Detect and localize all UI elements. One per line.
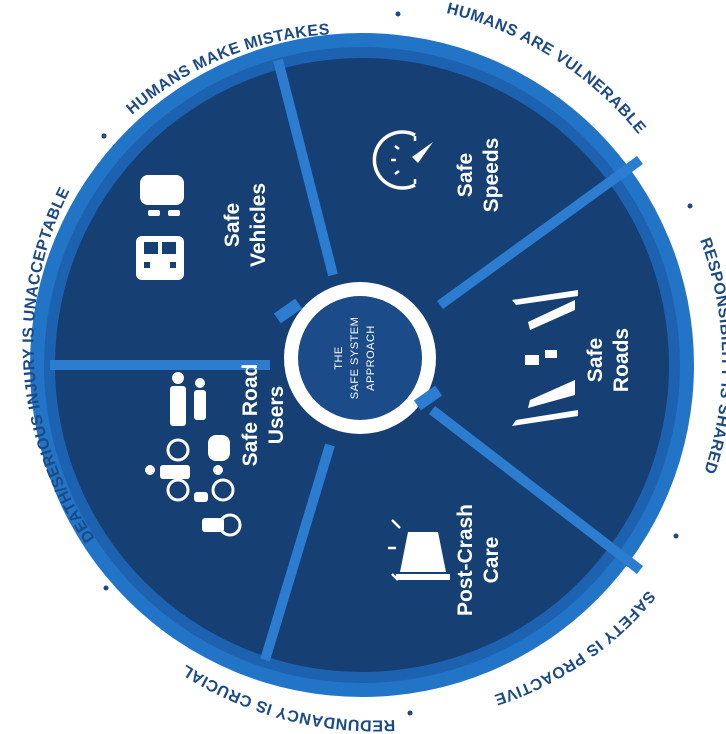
separator-dot [101,133,107,139]
spoke-top [273,58,338,277]
segment-safe-vehicles: Safe Vehicles [136,175,270,280]
safe-vehicles-line-1: Safe [221,203,244,247]
safe-road-users-line-1: Safe Road [239,364,262,467]
spoke-bottom [260,443,335,662]
principle-separators [101,11,693,716]
separator-dot [687,203,693,209]
post-crash-line-2: Care [480,537,503,584]
safe-speeds-line-1: Safe [454,153,477,197]
center-line-2: SAFE SYSTEM [349,317,361,400]
road-users-icon [145,372,242,537]
segment-post-crash-care: Post-Crash Care [388,504,503,616]
vehicles-icon [136,175,184,280]
center-hub-inner [298,296,422,420]
center-line-1: THE [333,346,345,370]
road-icon [512,290,578,426]
separator-dot [673,533,679,539]
safe-speeds-line-2: Speeds [480,138,503,213]
spoke-lower-right [428,406,644,574]
separator-dot [395,11,401,17]
spoke-upper-right [437,155,643,310]
safe-roads-line-1: Safe [584,338,607,382]
emergency-light-icon [388,519,450,581]
separator-dot [407,710,413,716]
separator-dot [103,585,109,591]
segment-safe-road-users: Safe Road Users [145,364,288,537]
safe-vehicles-line-2: Vehicles [247,183,270,267]
center-line-3: APPROACH [365,325,377,391]
spokes [50,58,644,662]
safe-roads-line-2: Roads [610,328,633,392]
safe-road-users-line-2: Users [265,386,288,444]
segment-safe-roads: Safe Roads [512,290,633,426]
segment-safe-speeds: Safe Speeds [372,130,503,213]
center-label: THE SAFE SYSTEM APPROACH [333,317,377,400]
speedometer-icon [372,130,433,190]
post-crash-line-1: Post-Crash [454,504,477,616]
